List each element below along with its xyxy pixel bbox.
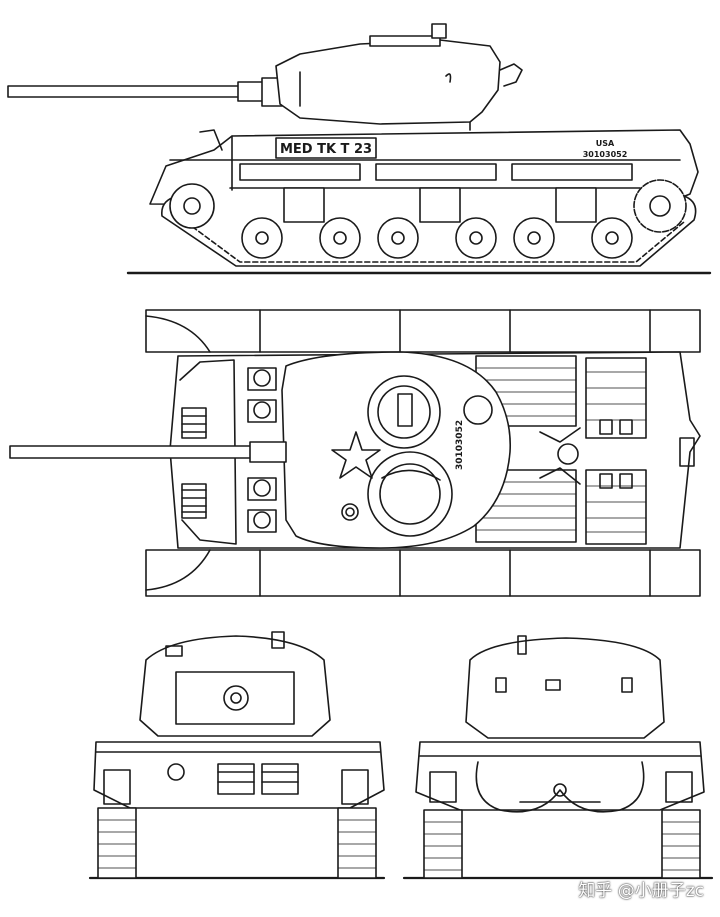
rear-tow-cable xyxy=(475,761,645,813)
hull-serial-marking: 30103052 xyxy=(583,150,628,159)
top-gun-barrel xyxy=(9,441,287,463)
top-turret: 30103052 xyxy=(281,351,512,549)
front-view xyxy=(88,631,386,880)
front-track-right xyxy=(337,807,377,879)
front-gun-mantlet xyxy=(223,685,249,711)
top-view: 30103052 xyxy=(9,309,701,597)
side-turret xyxy=(275,23,523,125)
top-spare-track-links xyxy=(181,407,207,519)
side-drive-sprocket xyxy=(633,179,687,233)
side-idler-wheel xyxy=(169,183,215,229)
rear-track-right xyxy=(661,809,701,879)
front-track-left xyxy=(97,807,137,879)
rear-hull xyxy=(415,741,705,811)
front-headlight-right xyxy=(341,769,369,805)
top-turret-star xyxy=(331,431,381,479)
hull-country-marking: USA xyxy=(596,139,615,148)
side-suspension-unit-1 xyxy=(241,187,361,259)
rear-turret xyxy=(465,637,665,739)
top-track-left xyxy=(145,309,701,353)
hull-designation-marking: MED TK T 23 xyxy=(280,142,372,157)
watermark: 知乎 @小册子zc xyxy=(578,881,704,901)
side-gun-barrel xyxy=(7,77,283,107)
rear-light-left xyxy=(429,771,457,803)
top-track-right xyxy=(145,549,701,597)
rear-view xyxy=(402,635,714,880)
side-suspension-unit-2 xyxy=(377,187,497,259)
rear-light-right xyxy=(665,771,693,803)
turret-serial-marking: 30103052 xyxy=(455,420,465,470)
side-view: MED TK T 23 USA 30103052 xyxy=(7,23,712,275)
side-suspension-unit-3 xyxy=(513,187,633,259)
rear-track-left xyxy=(423,809,463,879)
top-engine-grilles xyxy=(475,355,695,545)
front-headlight-left xyxy=(103,769,131,805)
